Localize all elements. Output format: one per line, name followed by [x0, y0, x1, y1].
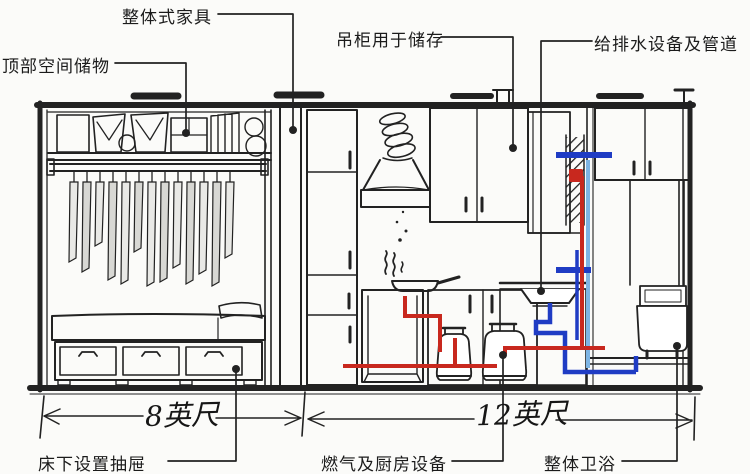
range-hood-duct [378, 112, 416, 159]
range-hood [360, 157, 431, 208]
label-plumbing-equipment: 给排水设备及管道 [594, 35, 738, 55]
label-gas-kitchen-equipment: 燃气及厨房设备 [321, 455, 447, 474]
ceiling-beams [130, 91, 644, 100]
toilet-sketch [636, 285, 688, 360]
dimension-8ft: 8英尺 [144, 398, 220, 433]
leader-lines [114, 13, 681, 462]
dimension-lines [39, 391, 696, 441]
hanging-clothes [68, 181, 235, 288]
bed-sketch [51, 301, 266, 386]
dimension-12ft: 12英尺 [475, 396, 569, 433]
gas-valve [569, 169, 583, 182]
label-integrated-furniture: 整体式家具 [122, 8, 212, 28]
room-outline [27, 88, 703, 395]
gas-cylinders [435, 322, 528, 381]
closet-sketch [46, 109, 272, 386]
label-under-bed-drawers: 床下设置抽屉 [38, 455, 146, 474]
label-top-space-storage: 顶部空间储物 [2, 57, 110, 77]
roof-vent-pipe [492, 88, 695, 105]
kitchen-sketch [360, 107, 588, 386]
divider-wall [279, 105, 302, 389]
label-wall-cabinet-storage: 吊柜用于储存 [336, 31, 444, 51]
label-unit-bathroom: 整体卫浴 [544, 455, 616, 474]
tall-cabinet-sketch [306, 109, 358, 386]
water-pipes [533, 152, 639, 375]
